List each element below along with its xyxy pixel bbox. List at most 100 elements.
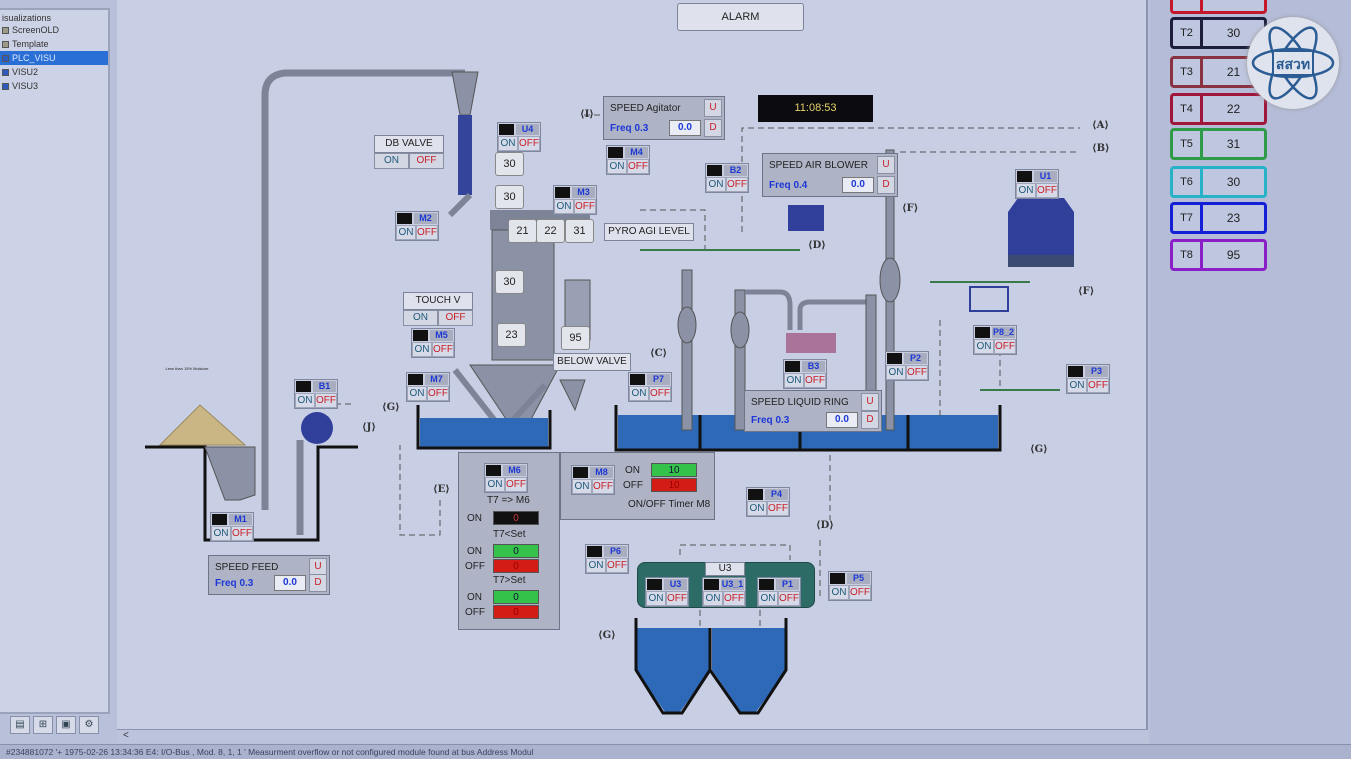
motor-b1-on-button[interactable]: ON xyxy=(295,393,315,408)
motor-m1-off-button[interactable]: OFF xyxy=(231,526,253,541)
tag-letter: G xyxy=(386,402,396,413)
motor-u3-off-button[interactable]: OFF xyxy=(666,591,688,606)
db-valve-off-button[interactable]: OFF xyxy=(409,153,444,169)
connector-tag-d[interactable]: ⟨D⟩ xyxy=(808,240,826,251)
tree-item-screenold[interactable]: ScreenOLD xyxy=(0,23,108,37)
speed-liquid-ring-up-button[interactable]: U xyxy=(861,393,879,411)
motor-p4-off-button[interactable]: OFF xyxy=(767,501,789,516)
motor-p8-2-on-button[interactable]: ON xyxy=(974,339,994,354)
motor-u3-1-on-button[interactable]: ON xyxy=(703,591,723,606)
motor-m3-off-button[interactable]: OFF xyxy=(574,199,596,214)
connector-tag-c[interactable]: ⟨C⟩ xyxy=(650,348,667,359)
resource-icon[interactable]: ⚙ xyxy=(79,716,99,734)
speed-agitator-input[interactable]: 0.0 xyxy=(669,120,701,136)
connector-tag-f[interactable]: ⟨F⟩ xyxy=(1078,286,1094,297)
connector-tag-g[interactable]: ⟨G⟩ xyxy=(1030,444,1048,455)
db-valve-on-button[interactable]: ON xyxy=(374,153,409,169)
motor-b3-on-button[interactable]: ON xyxy=(784,373,804,388)
touch-v-off-button[interactable]: OFF xyxy=(438,310,473,326)
motor-b2-on-button[interactable]: ON xyxy=(706,177,726,192)
motor-p1-off-button[interactable]: OFF xyxy=(778,591,800,606)
connector-tag-b[interactable]: ⟨B⟩ xyxy=(1092,143,1110,154)
speed-liquid-ring-input[interactable]: 0.0 xyxy=(826,412,858,428)
motor-p6-off-button[interactable]: OFF xyxy=(606,558,628,573)
motor-p2-off-button[interactable]: OFF xyxy=(906,365,928,380)
below-valve-label: BELOW VALVE xyxy=(553,353,631,371)
m6-lt-off-value: 0 xyxy=(493,559,539,573)
connector-tag-d[interactable]: ⟨D⟩ xyxy=(816,520,834,531)
motor-u4-on-button[interactable]: ON xyxy=(498,136,518,151)
motor-b1-off-button[interactable]: OFF xyxy=(315,393,337,408)
motor-m2-off-button[interactable]: OFF xyxy=(416,225,438,240)
motor-p5-off-button[interactable]: OFF xyxy=(849,585,871,600)
motor-m2-on-button[interactable]: ON xyxy=(396,225,416,240)
motor-m7-on-button[interactable]: ON xyxy=(407,386,427,401)
speed-feed-down-button[interactable]: D xyxy=(309,574,327,592)
connector-tag-f[interactable]: ⟨F⟩ xyxy=(902,203,918,214)
motor-u4-off-button[interactable]: OFF xyxy=(518,136,540,151)
motor-p5-on-button[interactable]: ON xyxy=(829,585,849,600)
motor-m4-on-button[interactable]: ON xyxy=(607,159,627,174)
motor-m1-on-button[interactable]: ON xyxy=(211,526,231,541)
horizontal-scrollbar[interactable]: < xyxy=(117,729,1148,743)
scroll-left-button[interactable]: < xyxy=(123,730,129,741)
motor-m6-on-button[interactable]: ON xyxy=(485,477,505,492)
motor-b2-off-button[interactable]: OFF xyxy=(726,177,748,192)
tree-item-plc_visu[interactable]: PLC_VISU xyxy=(0,51,108,65)
motor-m8-on-button[interactable]: ON xyxy=(572,479,592,494)
tag-bracket-left: ⟨ xyxy=(808,240,813,251)
motor-p3-on-button[interactable]: ON xyxy=(1067,378,1087,393)
connector-tag-i[interactable]: ⟨I⟩ xyxy=(580,109,594,120)
connector-tag-e[interactable]: ⟨E⟩ xyxy=(433,484,450,495)
motor-m4-off-button[interactable]: OFF xyxy=(627,159,649,174)
speed-air-blower-down-button[interactable]: D xyxy=(877,176,895,194)
motor-m3-on-button[interactable]: ON xyxy=(554,199,574,214)
motor-m5-on-button[interactable]: ON xyxy=(412,342,432,357)
motor-m7-off-button[interactable]: OFF xyxy=(427,386,449,401)
motor-header: M6 xyxy=(485,464,527,477)
motor-p2-on-button[interactable]: ON xyxy=(886,365,906,380)
motor-m8-off-button[interactable]: OFF xyxy=(592,479,614,494)
motor-u1-off-button[interactable]: OFF xyxy=(1036,183,1058,198)
connector-tag-g[interactable]: ⟨G⟩ xyxy=(598,630,616,641)
alarm-button[interactable]: ALARM xyxy=(677,3,804,31)
tag-bracket-right: ⟩ xyxy=(662,348,668,359)
speed-air-blower-input[interactable]: 0.0 xyxy=(842,177,874,193)
speed-liquid-ring-down-button[interactable]: D xyxy=(861,411,879,429)
tree-icon[interactable]: ⊞ xyxy=(33,716,53,734)
connector-tag-g[interactable]: ⟨G⟩ xyxy=(382,402,400,413)
connector-tag-j[interactable]: ⟨J⟩ xyxy=(362,422,376,433)
motor-p3-off-button[interactable]: OFF xyxy=(1087,378,1109,393)
connector-tag-a[interactable]: ⟨A⟩ xyxy=(1092,120,1109,131)
motor-p7-off-button[interactable]: OFF xyxy=(649,386,671,401)
tree-item-template[interactable]: Template xyxy=(0,37,108,51)
speed-air-blower-up-button[interactable]: U xyxy=(877,156,895,174)
speed-agitator-up-button[interactable]: U xyxy=(704,99,722,117)
tree-item-visu2[interactable]: VISU2 xyxy=(0,65,108,79)
doc-icon[interactable]: ▤ xyxy=(10,716,30,734)
tag-bracket-left: ⟨ xyxy=(1092,143,1097,154)
speed-feed-input[interactable]: 0.0 xyxy=(274,575,306,591)
motor-b3-off-button[interactable]: OFF xyxy=(804,373,826,388)
touch-v-on-button[interactable]: ON xyxy=(403,310,438,326)
speed-agitator-down-button[interactable]: D xyxy=(704,119,722,137)
reactor-temp-value: 30 xyxy=(495,185,524,209)
motor-m6-off-button[interactable]: OFF xyxy=(505,477,527,492)
motor-p8-2-off-button[interactable]: OFF xyxy=(994,339,1016,354)
motor-u1-on-button[interactable]: ON xyxy=(1016,183,1036,198)
visu-icon[interactable]: ▣ xyxy=(56,716,76,734)
tree-item-visu3[interactable]: VISU3 xyxy=(0,79,108,93)
motor-p1-on-button[interactable]: ON xyxy=(758,591,778,606)
motor-p4-on-button[interactable]: ON xyxy=(747,501,767,516)
motor-p7-on-button[interactable]: ON xyxy=(629,386,649,401)
motor-m5-off-button[interactable]: OFF xyxy=(432,342,454,357)
motor-u3-on-button[interactable]: ON xyxy=(646,591,666,606)
motor-u3-1-off-button[interactable]: OFF xyxy=(723,591,745,606)
motor-p6-on-button[interactable]: ON xyxy=(586,558,606,573)
